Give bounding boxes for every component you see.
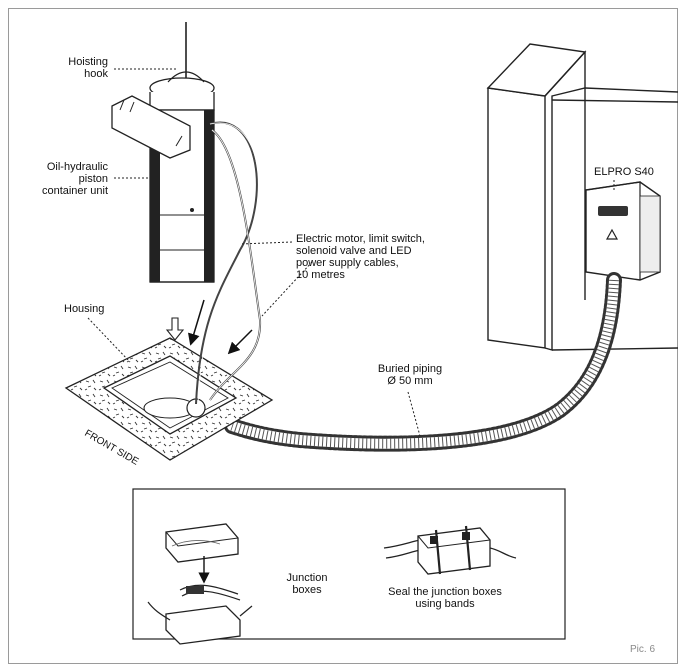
cables-label: Electric motor, limit switch, solenoid v… <box>296 233 425 281</box>
housing-ground <box>64 337 274 461</box>
picture-number: Pic. 6 <box>630 644 656 655</box>
piston-container-unit <box>111 22 215 283</box>
control-box <box>585 181 661 281</box>
junction-box-base <box>147 584 253 645</box>
figure-frame <box>8 8 678 664</box>
gate-wall <box>544 87 679 351</box>
housing-label: Housing <box>64 303 105 315</box>
piston-unit-label: Oil-hydraulic piston container unit <box>41 161 108 197</box>
buried-pipe <box>224 272 622 452</box>
controller-label: ELPRO S40 <box>594 166 654 178</box>
buried-piping-label: Buried piping Ø 50 mm <box>377 363 443 387</box>
hoisting-hook-label: Hoisting hook <box>68 56 108 80</box>
supply-cables <box>195 121 262 405</box>
junction-boxes-label: Junction boxes <box>286 572 328 596</box>
cable-direction-arrow <box>227 329 253 355</box>
cable-route-arrow <box>187 299 205 346</box>
sealed-junction-box <box>383 525 517 575</box>
gate-column <box>486 43 587 349</box>
insert-arrow-icon <box>165 317 185 341</box>
junction-box-lid <box>165 523 239 563</box>
seal-boxes-label: Seal the junction boxes using bands <box>388 586 502 610</box>
